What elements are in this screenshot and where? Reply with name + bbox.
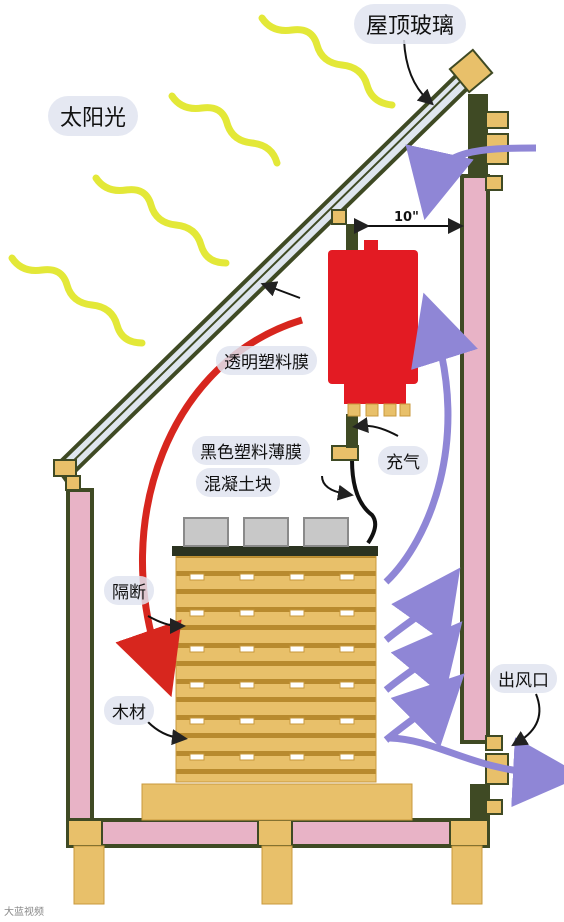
tube-hanger (346, 414, 358, 448)
wood-stack (175, 555, 377, 783)
hot-air-arrow (115, 316, 304, 698)
label-black-plastic-film: 黑色塑料薄膜 (192, 436, 310, 465)
sunlight-rays (8, 14, 396, 347)
black-plastic-sheet (172, 546, 378, 556)
heater-fan-unit (328, 209, 418, 417)
stack-base (141, 783, 413, 821)
label-roof-glass: 屋顶玻璃 (354, 4, 467, 44)
concrete-blocks (183, 517, 349, 547)
label-clear-plastic-film: 透明塑料膜 (216, 346, 317, 375)
label-air-outlet: 出风口 (490, 664, 557, 693)
tube-clamp (331, 445, 359, 461)
label-inflate: 充气 (378, 446, 428, 475)
label-sunlight: 太阳光 (48, 96, 139, 136)
back-wall (460, 94, 509, 818)
label-wood: 木材 (104, 696, 154, 725)
watermark: 大蓝视频 (4, 907, 44, 918)
label-concrete-block: 混凝土块 (196, 468, 280, 497)
roof-ridge-block (448, 48, 494, 94)
air-flow-arrows (383, 144, 564, 808)
label-gap-dimension: 10" (394, 210, 419, 225)
roof-eave-block (53, 459, 77, 477)
label-pointers (147, 39, 541, 747)
label-partition: 隔断 (104, 576, 154, 605)
floor (66, 818, 490, 905)
front-wall (65, 475, 94, 822)
inflation-tube (350, 459, 378, 545)
